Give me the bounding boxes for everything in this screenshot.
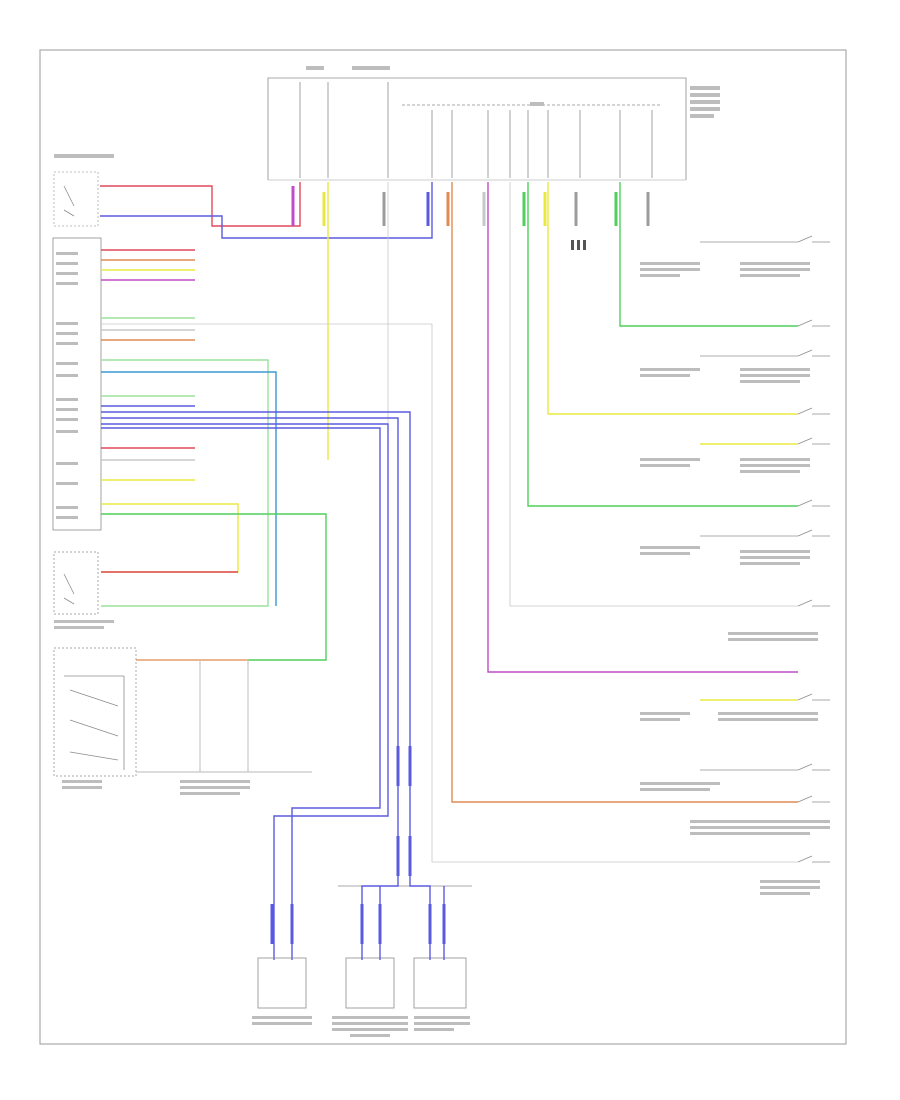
wire-purple bbox=[487, 182, 798, 673]
switch-9 bbox=[797, 693, 830, 701]
headlamp-switch-module bbox=[53, 647, 137, 777]
top-fuse-block bbox=[267, 77, 687, 181]
right-switch-wires bbox=[700, 241, 798, 771]
switch-8 bbox=[797, 599, 830, 607]
switch-12 bbox=[797, 855, 830, 863]
wires bbox=[100, 182, 798, 960]
reverse-lamp-switch-symbol bbox=[63, 573, 75, 605]
connector-right bbox=[413, 957, 467, 1009]
right-switch-labels bbox=[640, 262, 830, 895]
diagram-frame bbox=[39, 49, 847, 1045]
reverse-lamp-switch bbox=[53, 551, 99, 615]
switch-6 bbox=[797, 499, 830, 507]
connector-left bbox=[257, 957, 307, 1009]
switch-10 bbox=[797, 763, 830, 771]
wire-yellow-right bbox=[547, 182, 798, 415]
fuse-block-labels bbox=[306, 66, 720, 118]
switch-4 bbox=[797, 407, 830, 415]
ground-connector bbox=[571, 240, 586, 250]
connector-middle bbox=[345, 957, 395, 1009]
left-control-module bbox=[52, 237, 102, 531]
wire-red-ignition bbox=[100, 182, 301, 227]
wire-blue-ignition bbox=[100, 182, 433, 239]
switch-11 bbox=[797, 795, 830, 803]
headlamp-switch-wires bbox=[136, 659, 312, 773]
ignition-switch bbox=[53, 171, 99, 227]
wire-orange bbox=[451, 182, 798, 803]
switch-2 bbox=[797, 319, 830, 327]
left-module-pin-labels bbox=[56, 252, 78, 519]
fuse-pins bbox=[291, 186, 650, 226]
switch-1 bbox=[797, 235, 830, 243]
ignition-switch-label bbox=[54, 154, 114, 158]
bottom-connector-pins bbox=[270, 746, 446, 944]
wire-green-right bbox=[527, 182, 798, 507]
wire-green-top-right bbox=[619, 182, 798, 327]
switch-3 bbox=[797, 349, 830, 357]
headlamp-switch-contacts bbox=[64, 675, 125, 770]
switch-5 bbox=[797, 437, 830, 445]
right-switches bbox=[797, 235, 830, 863]
bottom-blue-bus bbox=[361, 860, 445, 960]
switch-7 bbox=[797, 529, 830, 537]
bottom-connectors bbox=[257, 885, 472, 1009]
bottom-labels bbox=[54, 620, 470, 1037]
